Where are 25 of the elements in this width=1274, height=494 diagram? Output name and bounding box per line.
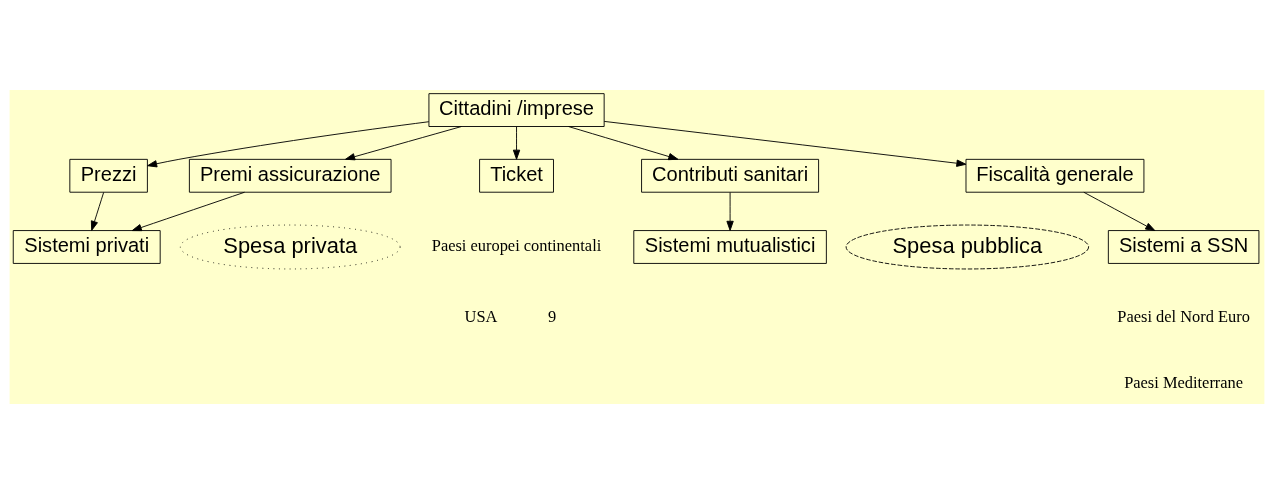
node-box: Sistemi privati (12, 230, 161, 264)
label: Paesi del Nord Euro (1117, 307, 1250, 327)
label: Paesi Mediterrane (1124, 372, 1244, 392)
arrow (345, 126, 462, 161)
arrow (90, 192, 105, 231)
label: 9 (548, 307, 557, 327)
node-box: Fiscalità generale (965, 158, 1145, 193)
arrow (1083, 191, 1156, 231)
arrow (512, 126, 521, 160)
arrow (726, 192, 734, 231)
node-ellipse: Spesa pubblica (845, 224, 1090, 270)
node-ellipse: Spesa privata (179, 224, 401, 270)
arrow (147, 121, 430, 168)
node-box: Prezzi (69, 158, 148, 193)
node-box: Premi assicurazione (188, 158, 392, 193)
arrow (568, 126, 679, 161)
label: Paesi europei continentali (431, 236, 602, 256)
arrow (131, 191, 245, 232)
node-box: Sistemi mutualistici (633, 230, 827, 264)
node-box: Ticket (479, 158, 554, 193)
label: USA (464, 307, 498, 327)
node-box: Cittadini /imprese (428, 93, 605, 127)
node-box: Contributi sanitari (641, 158, 820, 193)
arrow (603, 120, 967, 167)
node-box: Sistemi a SSN (1107, 230, 1260, 264)
